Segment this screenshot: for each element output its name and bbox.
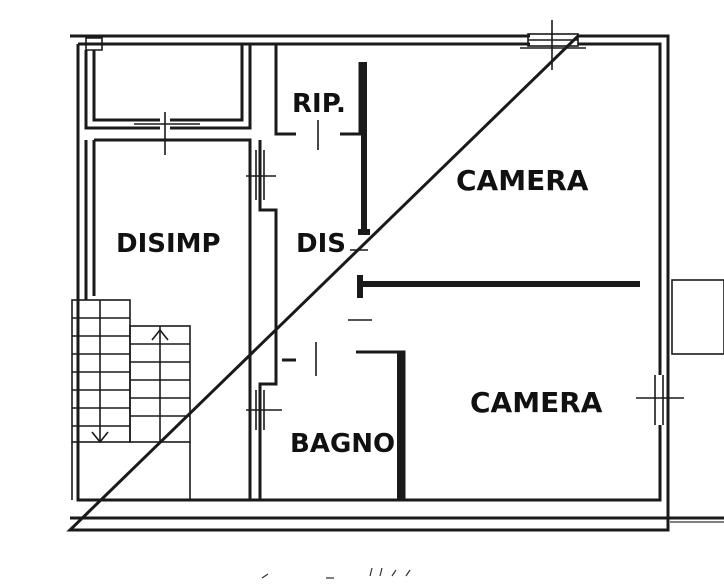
room-label-rip: RIP. [292,89,346,119]
room-label-disimp: DISIMP [116,229,221,259]
storage-room-walls [84,44,252,155]
bottom-scribble [261,567,411,579]
staircase [71,299,191,500]
bagno-window-icon [246,390,282,430]
room-label-dis: DIS [296,229,346,259]
corridor-window-left-icon [246,150,276,200]
room-label-camera-top: CAMERA [456,164,589,197]
corridor-walls [258,44,640,500]
room-label-camera-bottom: CAMERA [470,386,603,419]
outer-walls [66,34,724,532]
disimp-walls [84,138,252,500]
balcony-box [671,279,724,355]
stair-arrow-down-icon [91,431,109,444]
right-window-icon [636,375,684,425]
top-window-icon [520,20,586,70]
room-label-bagno: BAGNO [290,429,395,459]
corner-notch [85,37,103,51]
stair-arrow-up-icon [151,328,169,341]
